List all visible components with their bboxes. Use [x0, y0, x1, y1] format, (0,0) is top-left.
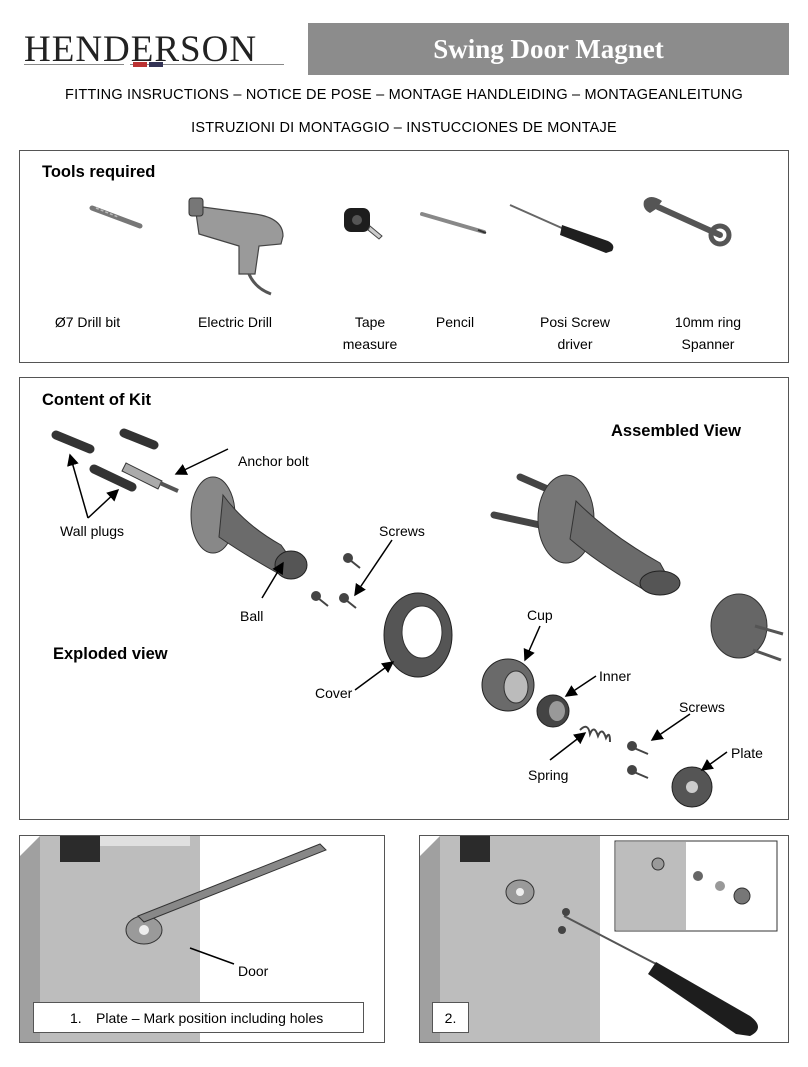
title-bar: [308, 23, 789, 75]
tool-label-screwdriver-2: driver: [557, 336, 593, 352]
callout-plate: Plate: [731, 745, 763, 761]
assembled-view-heading: Assembled View: [611, 422, 741, 440]
step-1-number: 1.: [70, 1010, 82, 1026]
logo-emblem-icon: [133, 62, 163, 67]
callout-anchor-bolt: Anchor bolt: [238, 453, 309, 469]
tools-section: [19, 150, 789, 363]
anchor-bolt-icon: [121, 462, 179, 493]
step-1-illustration: [20, 836, 384, 1042]
tool-label-drill-bit: Ø7 Drill bit: [54, 314, 121, 330]
step-2-number: 2.: [444, 1010, 457, 1026]
logo-rule-right: [130, 64, 284, 65]
callout-door: Door: [238, 963, 269, 979]
callout-screws-bottom: Screws: [679, 699, 725, 715]
tape-measure-icon: [344, 208, 383, 240]
tool-label-spanner-1: 10mm ring: [674, 314, 742, 330]
step-1-caption: 1. Plate – Mark position including holes: [33, 1002, 364, 1033]
tool-label-electric-drill: Electric Drill: [198, 314, 272, 330]
callout-spring: Spring: [528, 767, 569, 783]
tools-heading: Tools required: [42, 163, 156, 181]
cup-icon: [481, 658, 535, 712]
spanner-icon: [643, 197, 732, 247]
screwdriver-icon: [509, 204, 614, 253]
step-2-caption: 2.: [432, 1002, 469, 1033]
step-2-illustration: [420, 836, 778, 1042]
plate-icon: [671, 766, 713, 808]
pencil-icon: [420, 212, 487, 234]
screws-plate-icon: [627, 741, 649, 779]
drill-bit-icon: [89, 205, 143, 229]
wall-plugs-icon: [51, 428, 159, 492]
tool-label-screwdriver-1: Posi Screw: [539, 314, 611, 330]
callout-ball: Ball: [240, 608, 264, 624]
magnet-assembled-icon: [490, 473, 681, 596]
page-title: Swing Door Magnet: [433, 34, 664, 64]
catch-assembled-icon: [710, 593, 784, 662]
spring-icon: [579, 725, 611, 743]
screws-exploded-icon: [311, 553, 361, 609]
logo-rule-left: [24, 64, 124, 65]
step-1-text: Plate – Mark position including holes: [96, 1010, 324, 1026]
callout-cover: Cover: [315, 685, 353, 701]
subtitle-line-1: FITTING INSRUCTIONS – NOTICE DE POSE – M…: [65, 87, 743, 103]
tool-label-tape-measure-1: Tape: [354, 314, 386, 330]
callout-inner: Inner: [599, 668, 631, 684]
exploded-view-heading: Exploded view: [53, 645, 168, 663]
callout-cup: Cup: [527, 607, 553, 623]
cover-ring-icon: [383, 592, 453, 678]
callout-wall-plugs: Wall plugs: [60, 523, 125, 539]
kit-heading: Content of Kit: [42, 391, 152, 409]
tool-label-tape-measure-2: measure: [342, 336, 398, 352]
electric-drill-icon: [188, 197, 284, 296]
tool-label-spanner-2: Spanner: [681, 336, 735, 352]
tool-label-pencil: Pencil: [435, 314, 475, 330]
inner-icon: [536, 694, 570, 728]
callout-screws-top: Screws: [379, 523, 425, 539]
subtitle-line-2: ISTRUZIONI DI MONTAGGIO – INSTUCCIONES D…: [191, 120, 617, 136]
